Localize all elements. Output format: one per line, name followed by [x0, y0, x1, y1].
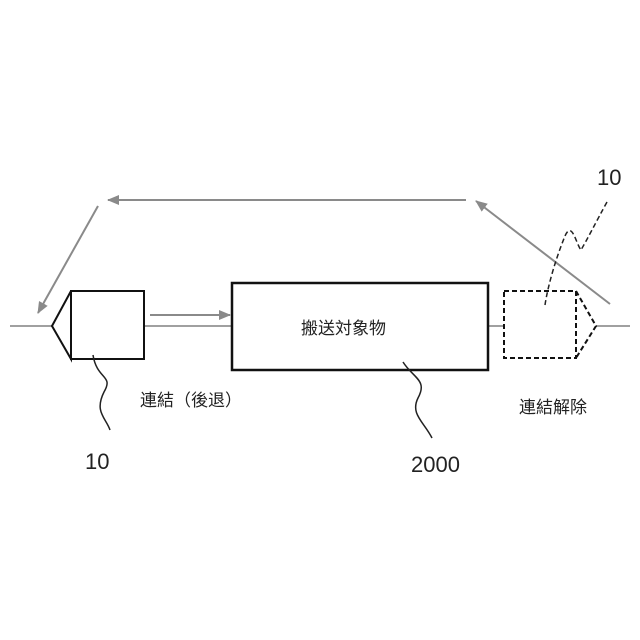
decouple-label: 連結解除	[519, 393, 587, 418]
vehicle-left	[52, 291, 144, 359]
ref-number-vehicle-right: 10	[597, 165, 621, 191]
leader-line-object	[403, 362, 432, 438]
return-arrow-rise	[476, 201, 610, 304]
leader-line-vehicle-right	[545, 202, 607, 305]
vehicle-right	[504, 291, 596, 358]
leader-line-vehicle-left	[93, 355, 110, 430]
object-label: 搬送対象物	[301, 314, 386, 339]
ref-number-object: 2000	[411, 452, 460, 478]
couple-reverse-label: 連結（後退）	[140, 386, 242, 411]
ref-number-vehicle-left: 10	[85, 449, 109, 475]
